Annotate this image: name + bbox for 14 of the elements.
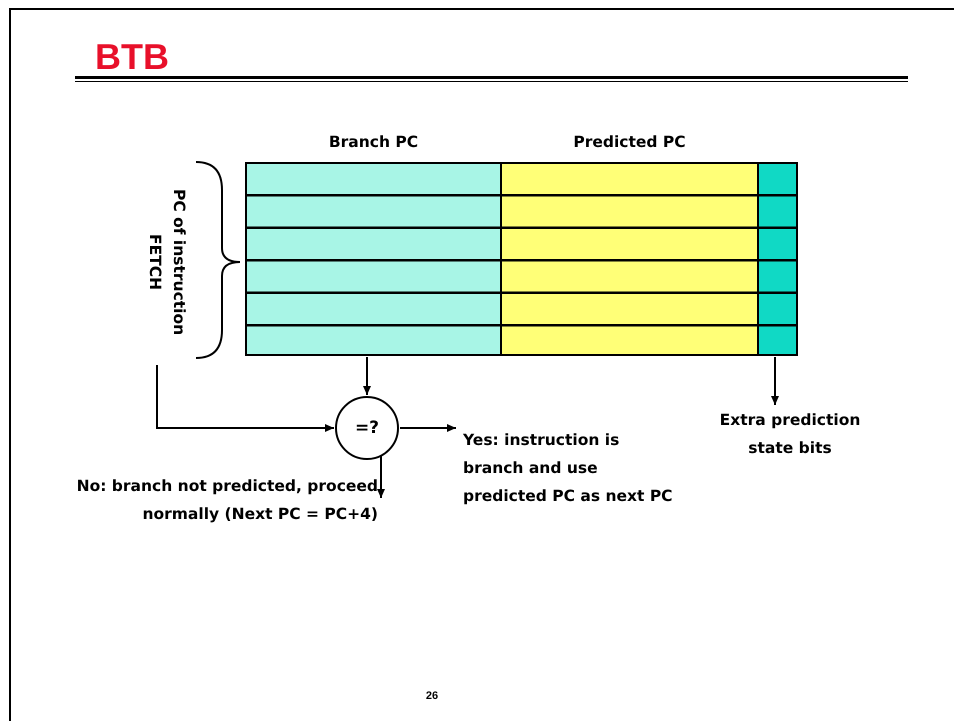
arrow	[400, 424, 456, 432]
arrow	[771, 357, 779, 405]
compare-circle: =?	[335, 396, 399, 460]
arrow	[156, 365, 334, 432]
state-bits-column	[757, 162, 798, 356]
column-header: Branch PC	[328, 132, 420, 153]
fetch-pc-label: PC of instruction FETCH	[133, 163, 191, 361]
column-header: Predicted PC	[572, 132, 687, 153]
slide-title: BTB	[95, 36, 169, 78]
hit-outcome-text: Yes: instruction is branch and use predicted PC as next PC	[463, 426, 685, 510]
state-bits-text: Extra prediction state bits	[695, 406, 885, 462]
page-number: 26	[424, 690, 440, 702]
miss-outcome-text: No: branch not predicted, proceed normally (Next PC = PC+4)	[40, 472, 378, 528]
arrow	[363, 357, 371, 395]
